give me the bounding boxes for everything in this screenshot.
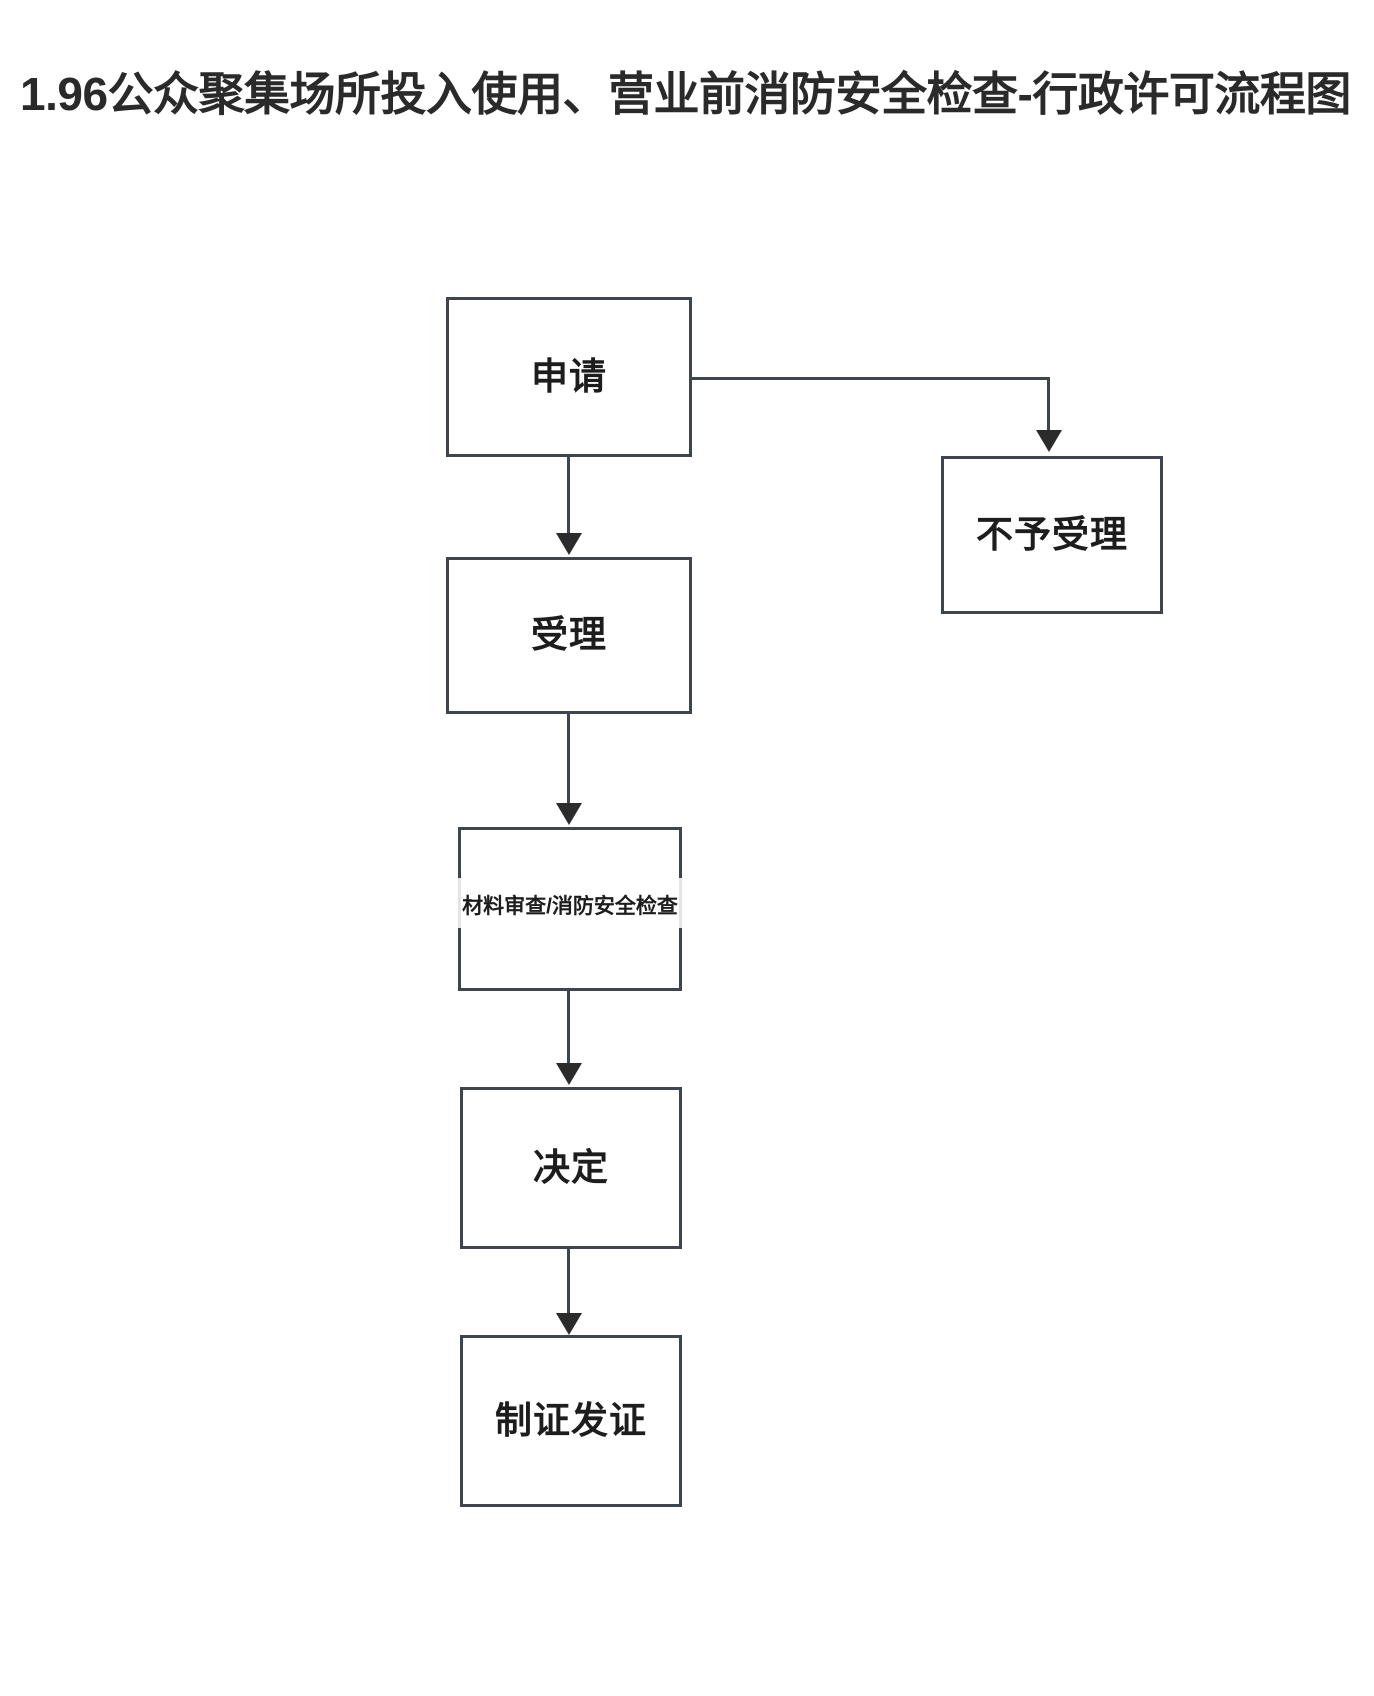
connector-review-to-decide-arrowhead-icon: [556, 1063, 582, 1085]
connector-decide-to-issue-line: [567, 1249, 570, 1315]
connector-apply-to-accept-line: [567, 457, 570, 537]
flow-node-accept[interactable]: 受理: [446, 557, 692, 714]
flow-node-issue-label: 制证发证: [495, 1399, 647, 1441]
flow-node-reject[interactable]: 不予受理: [941, 456, 1163, 614]
flow-node-issue[interactable]: 制证发证: [460, 1335, 682, 1507]
connector-apply-to-reject-vertical-line: [1047, 377, 1050, 431]
flow-node-reject-label: 不予受理: [976, 513, 1128, 555]
flow-node-decide-label: 决定: [533, 1146, 609, 1188]
flow-node-accept-label: 受理: [531, 614, 607, 656]
connector-review-to-decide-line: [567, 991, 570, 1065]
page-title: 1.96公众聚集场所投入使用、营业前消防安全检查-行政许可流程图: [20, 68, 1351, 120]
connector-apply-to-reject-horizontal-line: [692, 377, 1050, 380]
connector-accept-to-review-line: [567, 714, 570, 804]
connector-apply-to-reject-arrowhead-icon: [1036, 430, 1062, 452]
connector-accept-to-review-arrowhead-icon: [556, 803, 582, 825]
flow-node-review-label: 材料审查/消防安全检查: [462, 895, 678, 918]
flow-node-decide[interactable]: 决定: [460, 1087, 682, 1249]
flow-node-apply-label: 申请: [531, 355, 607, 397]
connector-decide-to-issue-arrowhead-icon: [556, 1313, 582, 1335]
flow-node-apply[interactable]: 申请: [446, 297, 692, 457]
connector-apply-to-accept-arrowhead-icon: [556, 533, 582, 555]
